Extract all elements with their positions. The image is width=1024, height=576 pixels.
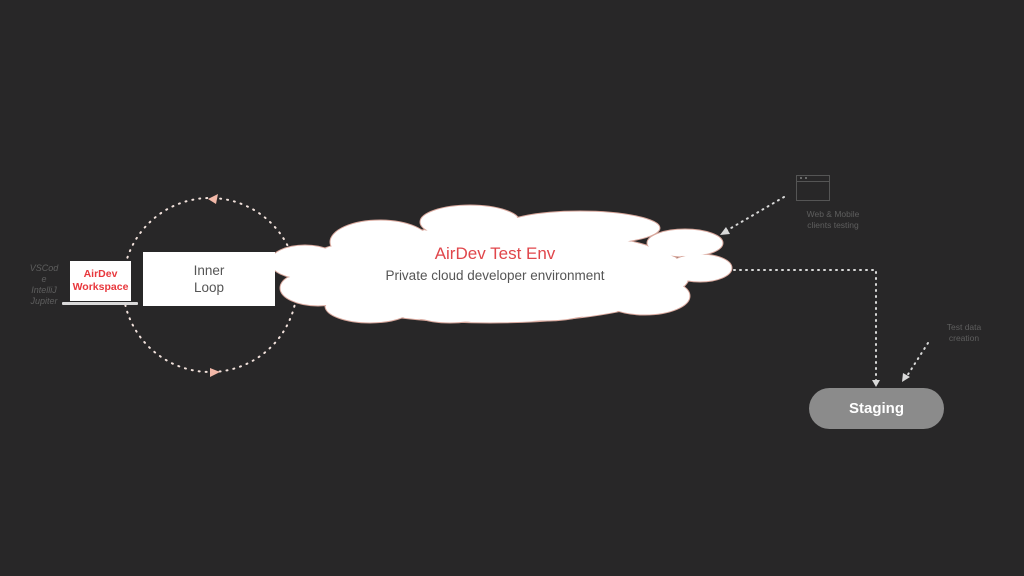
tool-vscode-line1: VSCod	[29, 263, 59, 273]
tool-vscode-line2: e	[41, 274, 47, 284]
web-mobile-line1: Web & Mobile	[806, 209, 860, 219]
tool-jupiter: Jupiter	[30, 296, 58, 306]
inner-loop-line2: Loop	[193, 280, 225, 295]
loop-arrow-top-icon	[208, 194, 218, 204]
loop-arrow-bottom-icon	[210, 368, 220, 377]
app-window-icon	[796, 175, 830, 201]
web-mobile-connector	[725, 196, 785, 232]
web-mobile-line2: clients testing	[807, 220, 859, 230]
test-data-connector	[906, 342, 929, 377]
inner-loop-box: Inner Loop	[143, 252, 275, 306]
airdev-workspace-box: AirDev Workspace	[70, 261, 131, 301]
test-data-line1: Test data	[946, 322, 982, 332]
inner-loop-line1: Inner	[193, 263, 225, 278]
workspace-line2: Workspace	[72, 281, 129, 293]
cloud-subtitle: Private cloud developer environment	[385, 268, 605, 283]
staging-arrow-icon	[872, 380, 880, 387]
staging-label: Staging	[849, 400, 904, 417]
cloud-shape	[269, 204, 733, 324]
web-mobile-label: Web & Mobile clients testing	[790, 209, 876, 231]
test-data-line2: creation	[948, 333, 980, 343]
web-mobile-arrow-icon	[720, 227, 730, 235]
tool-intellij: IntelliJ	[31, 285, 57, 295]
staging-node: Staging	[809, 388, 944, 429]
workspace-line1: AirDev	[83, 268, 118, 280]
cloud-to-staging-connector	[733, 269, 877, 382]
dev-tools-label: VSCod e IntelliJ Jupiter	[22, 263, 66, 307]
cloud-title: AirDev Test Env	[434, 244, 556, 263]
laptop-base-icon	[62, 302, 138, 305]
test-data-arrow-icon	[902, 373, 910, 382]
test-data-label: Test data creation	[934, 322, 994, 344]
